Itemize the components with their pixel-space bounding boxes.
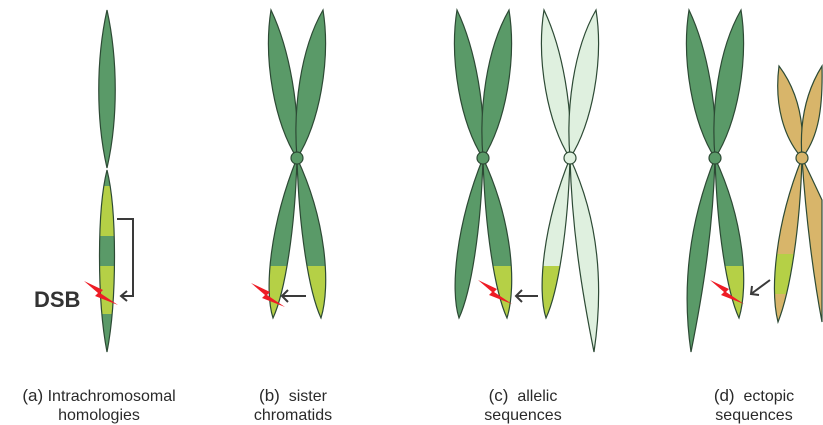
chromatid-upper-left: [542, 10, 571, 158]
chromatid-lower-left: [455, 158, 483, 318]
chromatid-upper-right: [296, 10, 326, 158]
arrow-left-icon: [516, 290, 538, 302]
caption-a-line1: Intrachromosomal: [48, 388, 176, 405]
caption-b-line1: sister: [289, 388, 327, 405]
caption-c-letter: (c): [489, 386, 509, 405]
chromatid-lower-right: [802, 158, 822, 322]
chromatid-upper-left: [778, 66, 803, 158]
caption-d-line1: ectopic: [743, 388, 794, 405]
chromatid-lower-left: [687, 158, 715, 352]
chromatid-upper-right: [482, 10, 512, 158]
chromosome-upper-arm: [99, 10, 116, 168]
arrow-left-icon: [282, 290, 306, 302]
caption-a-letter: (a): [22, 386, 43, 405]
caption-a: (a) Intrachromosomal homologies: [4, 386, 194, 425]
homology-band: [713, 266, 753, 318]
caption-b-line2: chromatids: [228, 406, 358, 425]
homology-band-top: [90, 186, 124, 236]
centromere: [564, 152, 576, 164]
panel-a-chromosome: DSB: [34, 10, 133, 352]
centromere: [796, 152, 808, 164]
panel-b-chromosome: [251, 10, 335, 318]
caption-c-line2: sequences: [458, 406, 588, 425]
centromere: [709, 152, 721, 164]
centromere: [477, 152, 489, 164]
arrow-left-icon: [751, 280, 770, 295]
caption-b-letter: (b): [259, 386, 280, 405]
chromatid-lower-right: [570, 158, 599, 352]
caption-a-line2: homologies: [4, 406, 194, 425]
dsb-label: DSB: [34, 287, 80, 312]
caption-c: (c) allelic sequences: [458, 386, 588, 425]
chromatid-upper-left: [455, 10, 484, 158]
chromatid-upper-right: [714, 10, 744, 158]
centromere: [291, 152, 303, 164]
panel-c-chromosome-light: [516, 10, 599, 352]
caption-d-letter: (d): [714, 386, 735, 405]
homology-band: [481, 266, 521, 318]
homology-bracket-arrow: [117, 219, 133, 296]
caption-b: (b) sister chromatids: [228, 386, 358, 425]
caption-d-line2: sequences: [688, 406, 820, 425]
panel-d-chromosome-tan: [765, 66, 822, 322]
homology-band: [765, 254, 805, 294]
caption-c-line1: allelic: [517, 388, 557, 405]
homology-band-right: [295, 266, 335, 318]
panel-d-chromosome-dark: [687, 10, 770, 352]
homology-band: [533, 266, 573, 318]
chromatid-upper-right: [569, 10, 599, 158]
chromatid-upper-left: [269, 10, 298, 158]
chromatid-upper-left: [687, 10, 716, 158]
caption-d: (d) ectopic sequences: [688, 386, 820, 425]
panel-c-chromosome-dark: [455, 10, 521, 318]
chromatid-upper-right: [801, 66, 822, 158]
